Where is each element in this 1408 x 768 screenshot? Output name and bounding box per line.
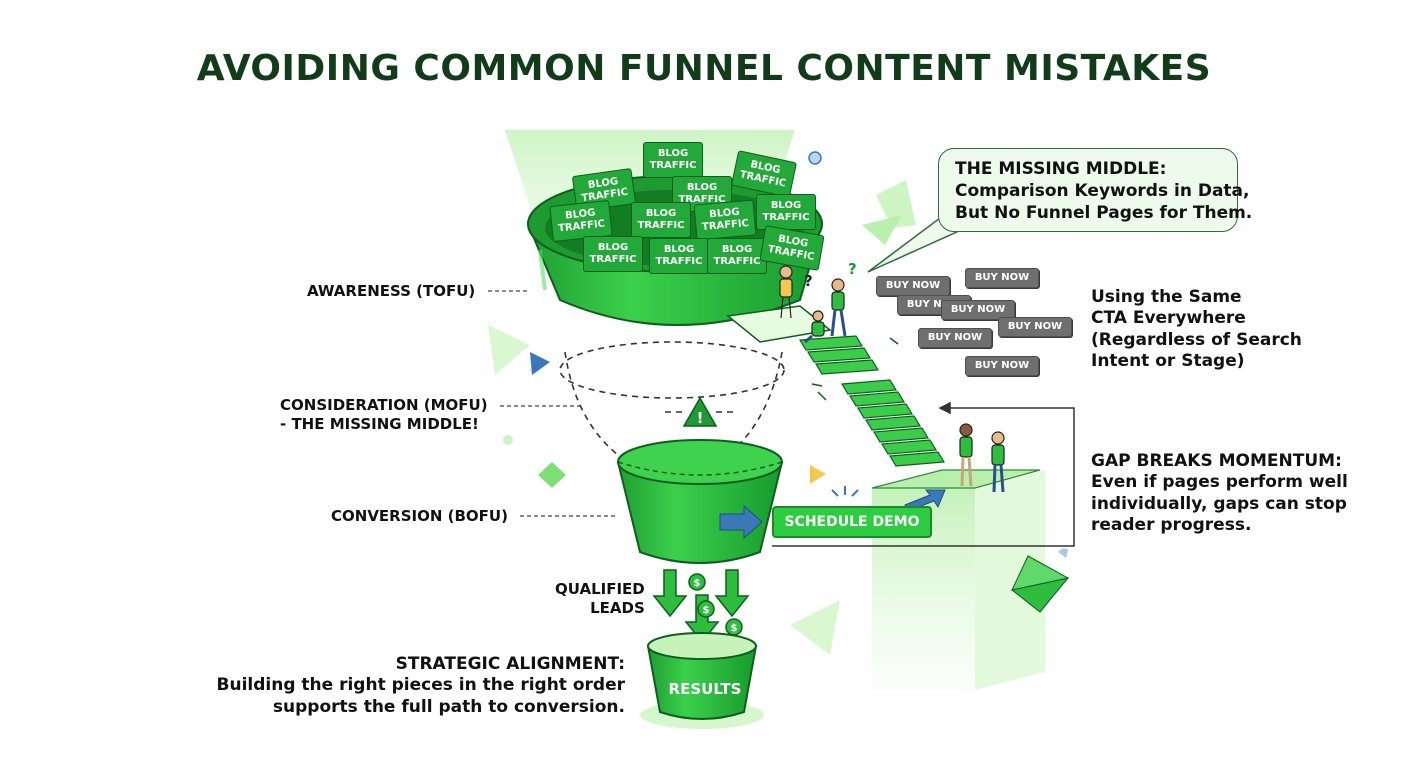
note-line: individually, gaps can stop [1091, 493, 1347, 514]
strategic-alignment-note: STRATEGIC ALIGNMENT: Building the right … [217, 654, 625, 718]
buy-now-button[interactable]: BUY NOW [876, 276, 950, 296]
buy-now-button[interactable]: BUY NOW [941, 300, 1015, 320]
blue-arrow-icon [719, 489, 946, 540]
leads-arrows [652, 569, 750, 644]
note-line: Using the Same [1091, 287, 1242, 307]
cta-everywhere-note: Using the Same CTA Everywhere (Regardles… [1091, 287, 1302, 372]
staircase [798, 335, 946, 467]
question-mark: ? [804, 272, 813, 290]
person-confused [779, 265, 793, 319]
consideration-label-line: CONSIDERATION (MOFU) [280, 396, 488, 414]
end-pillar [871, 469, 1045, 690]
schedule-demo-button[interactable]: SCHEDULE DEMO [772, 506, 932, 538]
person-sitting [804, 310, 825, 344]
buy-now-button[interactable]: BUY NOW [918, 328, 992, 348]
conversion-label: CONVERSION (BOFU) [331, 507, 508, 525]
note-line: supports the full path to conversion. [272, 696, 625, 717]
note-line: Intent or Stage) [1091, 350, 1245, 371]
buy-now-button[interactable]: BUY NOW [965, 356, 1039, 376]
note-line: CTA Everywhere [1091, 308, 1246, 329]
question-mark: ? [848, 260, 857, 278]
missing-middle-section [559, 341, 785, 456]
decorative-shapes [488, 151, 1070, 655]
person-thinking [830, 278, 847, 337]
qualified-leads-label: QUALIFIED LEADS [555, 580, 645, 618]
gap-breaks-momentum-note: GAP BREAKS MOMENTUM: Even if pages perfo… [1091, 451, 1348, 536]
person-standing [959, 423, 973, 487]
consideration-label: CONSIDERATION (MOFU) - THE MISSING MIDDL… [280, 396, 488, 434]
coin-mark: $ [703, 605, 710, 616]
page-title: AVOIDING COMMON FUNNEL CONTENT MISTAKES [196, 48, 1212, 89]
stair-platform [726, 305, 832, 343]
qualified-leads-line: QUALIFIED [555, 580, 645, 598]
note-line: Even if pages perform well [1091, 472, 1348, 493]
callout-heading: THE MISSING MIDDLE: [955, 159, 1167, 179]
person-standing [991, 431, 1005, 493]
warning-icon [682, 396, 718, 427]
leader-lines [488, 290, 615, 517]
note-heading: STRATEGIC ALIGNMENT: [395, 654, 625, 674]
gap-spark-marks [811, 337, 899, 401]
buy-now-button[interactable]: BUY NOW [965, 268, 1039, 288]
results-label: RESULTS [668, 680, 742, 698]
coin-mark: $ [694, 578, 701, 589]
coin-icons [688, 573, 743, 636]
missing-middle-callout: THE MISSING MIDDLE: Comparison Keywords … [938, 148, 1253, 232]
coin-mark: $ [731, 623, 738, 634]
note-heading: GAP BREAKS MOMENTUM: [1091, 451, 1342, 471]
note-line: reader progress. [1091, 514, 1252, 535]
note-line: Building the right pieces in the right o… [216, 675, 625, 696]
qualified-leads-line: LEADS [590, 598, 645, 617]
results-bucket [640, 632, 764, 729]
awareness-label: AWARENESS (TOFU) [307, 282, 476, 300]
note-line: (Regardless of Search [1091, 329, 1302, 350]
bofu-funnel [616, 439, 784, 564]
consideration-label-line: - THE MISSING MIDDLE! [280, 414, 479, 433]
buy-now-button[interactable]: BUY NOW [998, 317, 1072, 337]
momentum-arrow [772, 401, 1075, 547]
callout-text: But No Funnel Pages for Them. [955, 202, 1253, 223]
callout-text: Comparison Keywords in Data, [955, 180, 1250, 201]
warning-icon-mark: ! [697, 409, 704, 427]
